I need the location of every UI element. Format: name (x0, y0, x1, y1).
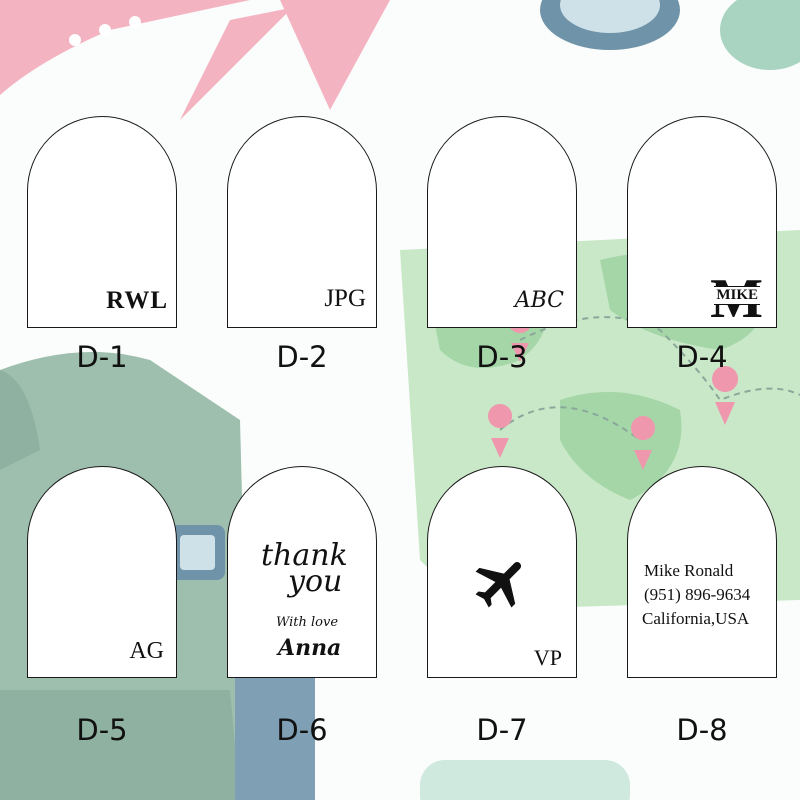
map-pin-icon (631, 416, 656, 470)
name-line: Mike Ronald (644, 561, 734, 580)
map-pin-icon (488, 404, 513, 458)
design-code-label: D-8 (676, 713, 728, 747)
bottom-case-shape (420, 760, 630, 800)
address-line: California,USA (642, 609, 750, 628)
monogram-text: AG (129, 638, 164, 664)
design-code-label: D-1 (76, 340, 128, 374)
pink-wing-shape (180, 0, 330, 120)
you-text: you (288, 564, 343, 599)
phone-line: (951) 896-9634 (644, 585, 751, 604)
design-card-d4[interactable]: M MIKE (627, 116, 777, 328)
backpack-strap-shape (0, 370, 40, 470)
map-route-line (519, 316, 800, 402)
window-dot (129, 16, 141, 28)
design-card-d6[interactable]: thank you With love Anna (227, 466, 377, 678)
design-card-d1[interactable]: RWL (27, 116, 177, 328)
pink-tail-shape (280, 0, 390, 110)
design-card-d8[interactable]: Mike Ronald (951) 896-9634 California,US… (627, 466, 777, 678)
binocular-lens-shape (560, 0, 660, 33)
monogram-text: VP (533, 645, 562, 670)
design-code-label: D-5 (76, 713, 128, 747)
binocular-lens-shape (720, 0, 800, 70)
design-code-label: D-2 (276, 340, 328, 374)
map-pin-icon (712, 366, 739, 425)
design-code-label: D-7 (476, 713, 528, 747)
design-card-d3[interactable]: ABC (427, 116, 577, 328)
monogram-name: MIKE (714, 286, 760, 305)
window-dot (69, 34, 81, 46)
backpack-buckle-shape (180, 535, 215, 570)
monogram-text: RWL (106, 287, 168, 314)
signature-name: Anna (278, 635, 342, 661)
backpack-pocket-shape (0, 690, 240, 800)
map-route-line (499, 406, 641, 441)
design-code-label: D-3 (476, 340, 528, 374)
design-card-d7[interactable]: VP (427, 466, 577, 678)
with-love-text: With love (276, 615, 339, 630)
design-card-d2[interactable]: JPG (227, 116, 377, 328)
design-code-label: D-4 (676, 340, 728, 374)
design-code-label: D-6 (276, 713, 328, 747)
design-card-d5[interactable]: AG (27, 466, 177, 678)
airplane-icon (475, 562, 522, 608)
monogram-text: JPG (324, 285, 366, 312)
window-dot (99, 24, 111, 36)
thank-text: thank (261, 538, 348, 573)
map-land-shape (560, 392, 682, 500)
monogram-text: ABC (514, 288, 564, 313)
pink-airplane-shape (0, 0, 250, 95)
